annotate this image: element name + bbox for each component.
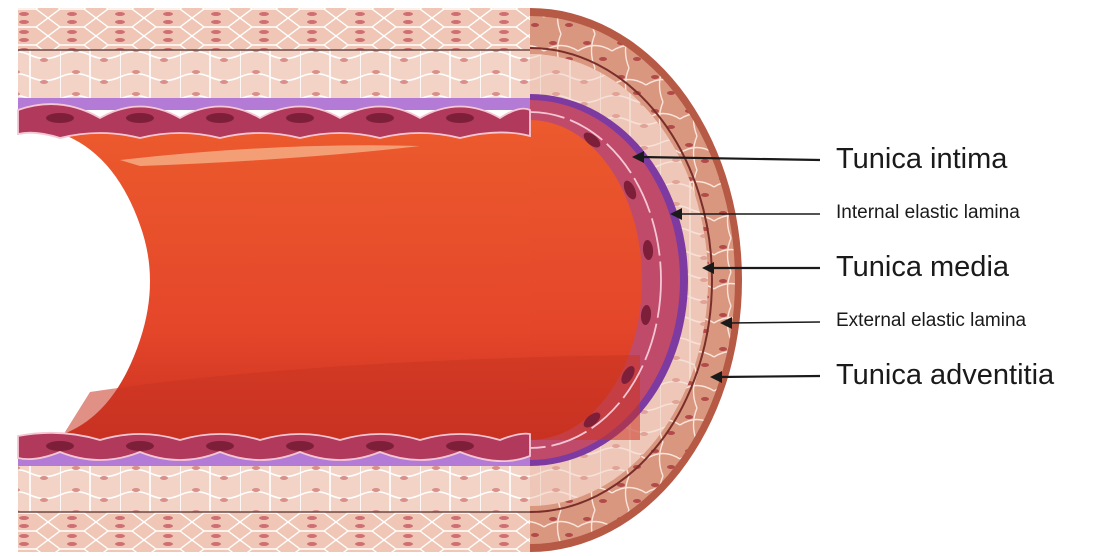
adventitia-top bbox=[18, 8, 530, 50]
media-bottom bbox=[18, 466, 530, 512]
label-external-elastic-lamina: External elastic lamina bbox=[836, 310, 1026, 332]
adventitia-bottom bbox=[18, 512, 530, 552]
tunica-adventitia-pointer bbox=[718, 376, 820, 377]
label-tunica-media: Tunica media bbox=[836, 251, 1009, 284]
media-top bbox=[18, 50, 530, 98]
label-tunica-intima: Tunica intima bbox=[836, 143, 1007, 176]
external-elastic-lamina-pointer bbox=[728, 322, 820, 323]
label-tunica-adventitia: Tunica adventitia bbox=[836, 359, 1054, 392]
label-internal-elastic-lamina: Internal elastic lamina bbox=[836, 202, 1020, 224]
